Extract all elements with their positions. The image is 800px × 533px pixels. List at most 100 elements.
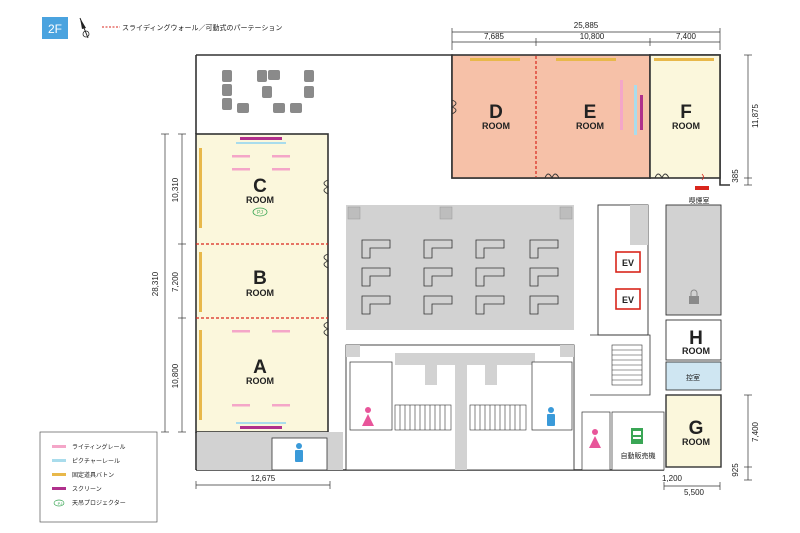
room-g-letter: G	[689, 418, 704, 439]
waiting-room	[665, 361, 722, 391]
lighting-rail-a2	[272, 330, 290, 333]
vending-area	[611, 411, 665, 471]
dim-d-width: 7,685	[484, 32, 505, 41]
baton-e	[556, 58, 616, 61]
stair-east-wall	[590, 334, 651, 396]
room-a-letter: A	[253, 357, 267, 378]
baton-d	[470, 58, 520, 61]
room-a-word: ROOM	[246, 376, 274, 386]
floor-badge	[42, 17, 68, 39]
dimension-lines	[161, 28, 752, 490]
room-d-word: ROOM	[482, 121, 510, 131]
legend-item-projector: 天吊プロジェクター	[72, 499, 126, 507]
lighting-rail-a4	[272, 404, 290, 407]
lighting-rail-c4	[272, 168, 290, 171]
dim-a-height: 10,800	[171, 363, 180, 388]
elevator-1-label: EV	[622, 258, 634, 268]
room-c-letter: C	[253, 176, 267, 197]
smoking-icon	[695, 173, 709, 190]
doors-de	[450, 99, 560, 180]
stairs-left	[394, 404, 452, 431]
dim-bottom-right-width: 5,500	[684, 488, 705, 497]
room-e-word: ROOM	[576, 121, 604, 131]
legend-pj-badge: PJ	[58, 501, 63, 506]
dim-right-small: 385	[731, 169, 740, 183]
lighting-rail-c3	[232, 168, 250, 171]
lock-icon	[689, 289, 699, 304]
vending-label: 自動販売機	[621, 451, 656, 460]
dim-f-width: 7,400	[676, 32, 697, 41]
central-hall	[346, 220, 574, 330]
lighting-rail-a1	[232, 330, 250, 333]
legend-swatches	[52, 445, 66, 507]
dim-e-width: 10,800	[580, 32, 605, 41]
room-g-word: ROOM	[682, 437, 710, 447]
room-e-letter: E	[584, 102, 597, 123]
elevator-2-label: EV	[622, 295, 634, 305]
room-h-word: ROOM	[682, 346, 710, 356]
room-h-letter: H	[689, 328, 703, 349]
dim-c-height: 10,310	[171, 177, 180, 202]
central-pillars	[347, 206, 573, 220]
vending-machine-icon	[631, 428, 643, 444]
dim-bottom-left: 12,675	[251, 474, 276, 483]
elevator-1	[615, 251, 641, 273]
central-hall-top	[346, 205, 574, 220]
stair-top-band	[395, 353, 535, 365]
baton-c	[199, 148, 202, 228]
screen-c	[240, 137, 282, 140]
baton-b	[199, 252, 202, 312]
female-icon	[362, 407, 374, 426]
picture-rail-c	[236, 142, 286, 144]
lighting-rail-a3	[232, 404, 250, 407]
lighting-rail-c2	[272, 155, 290, 158]
female-icon	[589, 429, 601, 448]
waiting-room-label: 控室	[686, 373, 700, 382]
male-icon	[295, 443, 303, 462]
rooms-abc-block	[195, 133, 329, 433]
picture-rail-e	[634, 85, 637, 135]
desk-groups	[361, 239, 559, 315]
elevator-gray	[630, 205, 648, 245]
doors-abc	[323, 179, 330, 337]
lighting-rail-c1	[232, 155, 250, 158]
partition-legend-text: スライディングウォール／可動式のパーテーション	[122, 23, 282, 32]
stair-center-core	[455, 365, 467, 470]
pillars-lower	[346, 345, 574, 357]
room-f-word: ROOM	[672, 121, 700, 131]
door-f	[654, 173, 670, 180]
smoking-room-label: 喫煙室	[689, 196, 710, 205]
stairs-right	[469, 404, 527, 431]
room-b-letter: B	[253, 268, 267, 289]
screen-a	[240, 426, 282, 429]
legend-item-lighting-rail: ライティングレール	[72, 443, 126, 451]
dim-left-total: 28,310	[151, 271, 160, 296]
dim-bottom-right-gap: 1,200	[662, 474, 683, 483]
elevator-2	[615, 288, 641, 310]
baton-f	[654, 58, 714, 61]
floor-label: 2F	[48, 22, 62, 36]
dim-g-height: 7,400	[751, 421, 760, 442]
room-f-letter: F	[680, 102, 692, 123]
legend-item-picture-rail: ピクチャーレール	[72, 458, 120, 465]
lobby-area	[197, 56, 451, 134]
screen-e	[640, 95, 643, 130]
dim-right-top: 11,875	[751, 104, 760, 128]
room-d-letter: D	[489, 102, 503, 123]
projector-icon	[252, 207, 268, 217]
room-g	[665, 394, 722, 468]
stair-landing-left	[425, 365, 437, 385]
lounge-furniture	[222, 70, 314, 113]
lighting-rail-e	[620, 80, 623, 130]
legend-item-screen: スクリーン	[72, 486, 102, 493]
room-b-word: ROOM	[246, 288, 274, 298]
dim-total-width: 25,885	[574, 21, 599, 30]
north-arrow-icon	[79, 17, 90, 39]
dim-b-height: 7,200	[171, 271, 180, 292]
picture-rail-a	[236, 422, 286, 424]
dim-bottom-small: 925	[731, 463, 740, 477]
room-h	[665, 319, 722, 361]
room-f	[649, 54, 721, 179]
baton-a	[199, 330, 202, 420]
